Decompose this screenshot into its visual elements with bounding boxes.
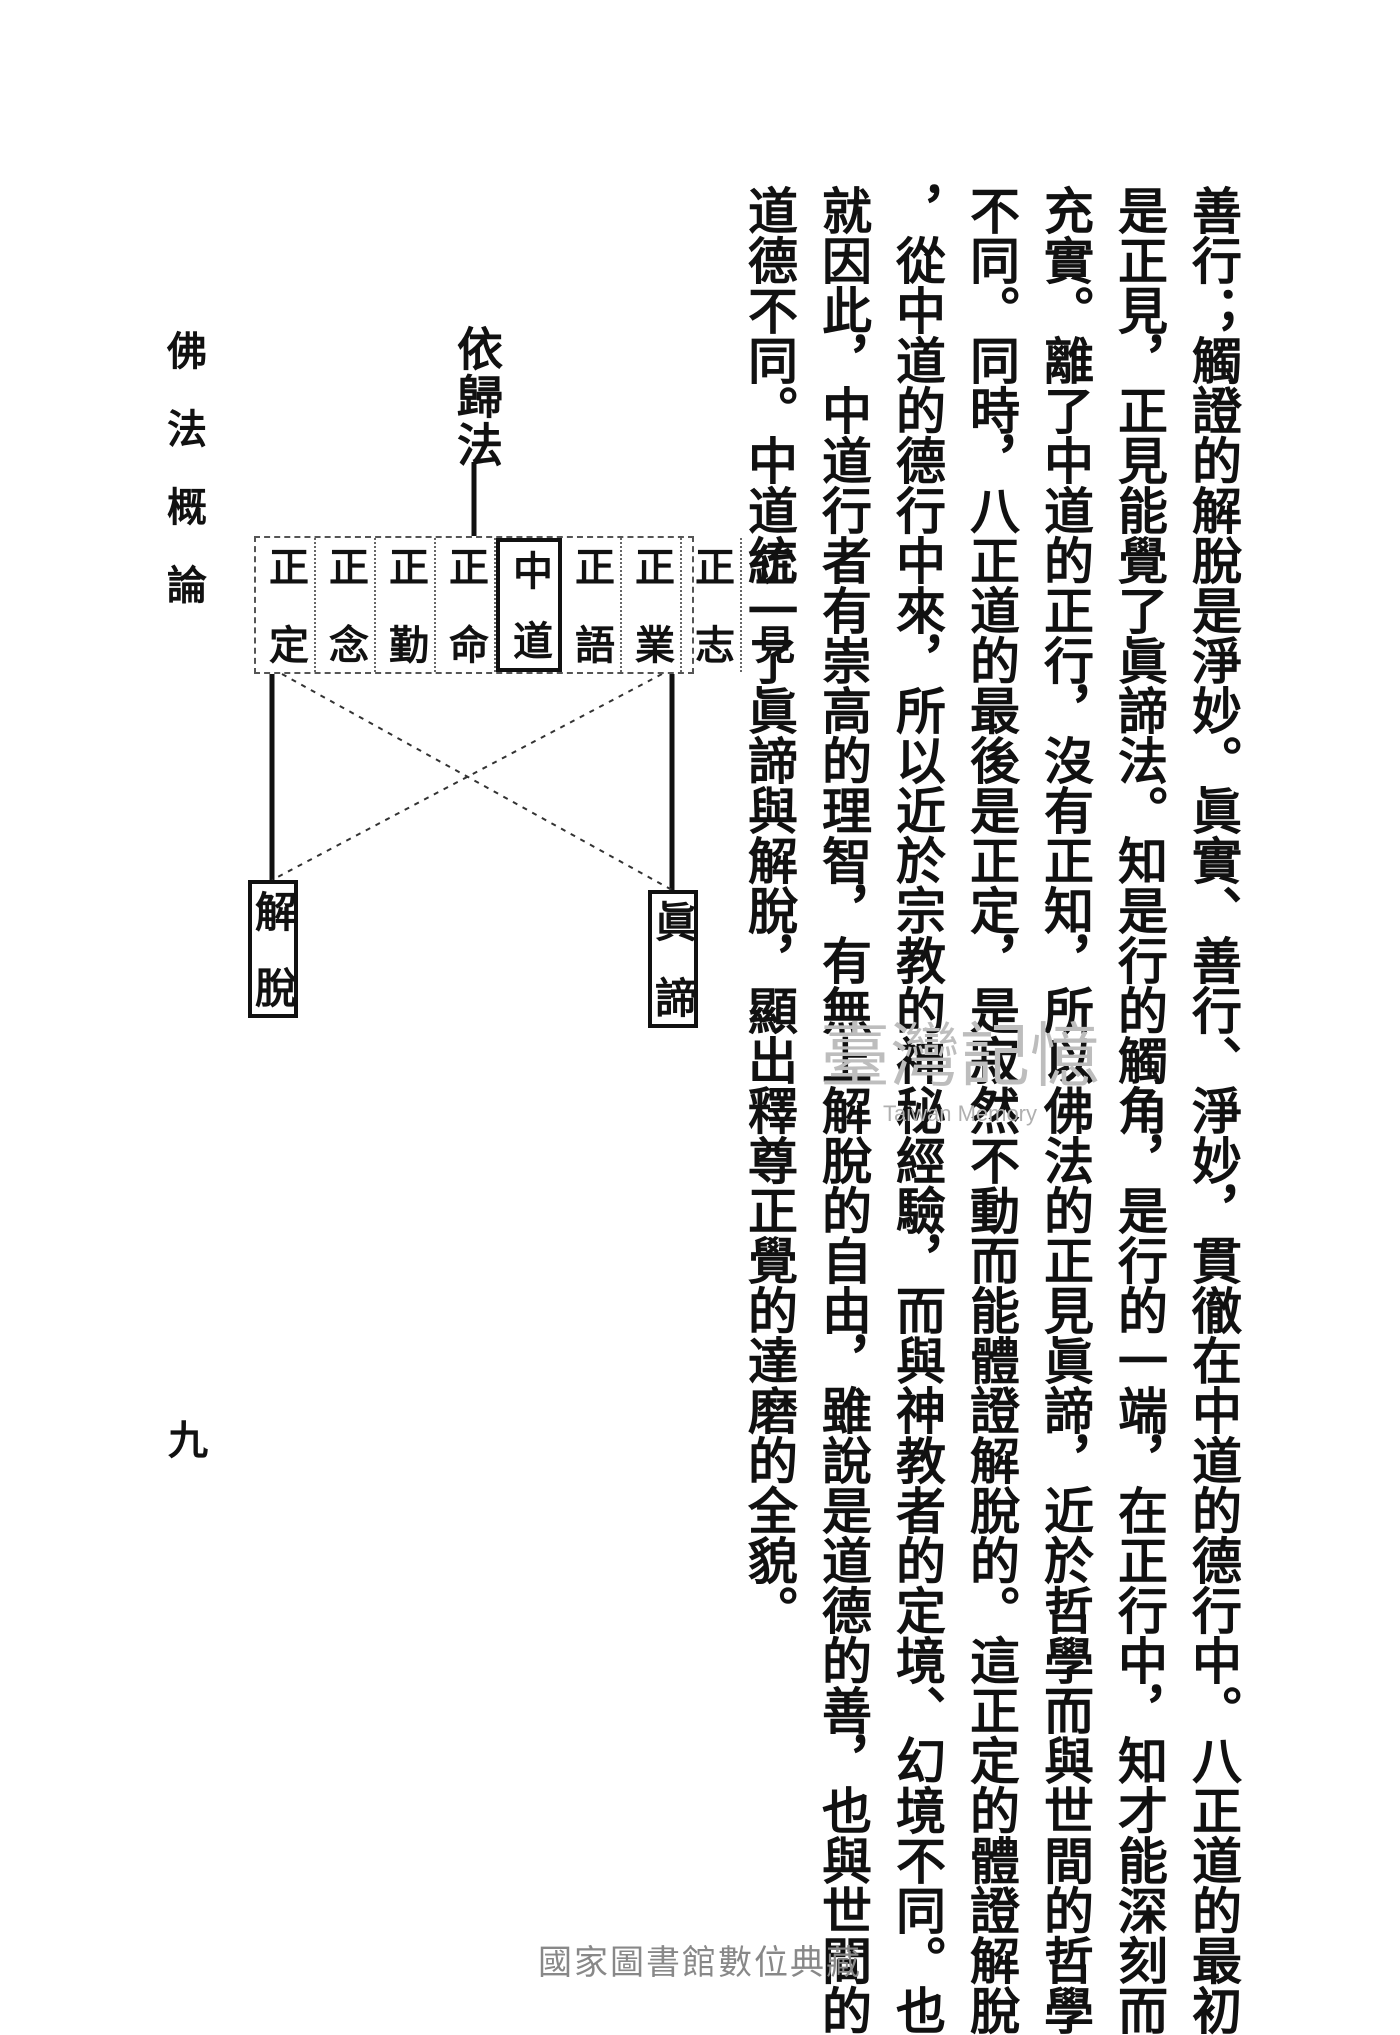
path-cell-right-mindfulness: 正念 <box>316 538 376 672</box>
page-number: 九 <box>168 1417 208 1464</box>
watermark: 臺灣記憶 Taiwan Memory <box>760 1000 1160 1127</box>
path-cell-right-effort: 正勤 <box>376 538 436 672</box>
path-cell-middle-way: 中道 <box>496 538 562 672</box>
path-cell-right-concentration: 正定 <box>256 538 316 672</box>
text-column-7: 道德不同。中道統一了眞諦與解脫，顯出釋尊正覺的達磨的全貌。 <box>740 185 799 1635</box>
diagram-top-label: 依歸法 <box>450 325 504 469</box>
path-cell-right-speech: 正語 <box>562 538 622 672</box>
cross-line-2 <box>271 673 663 881</box>
path-cell-right-view: 正見 <box>748 546 795 664</box>
liberation-box: 解脫 <box>248 880 298 1018</box>
text-column-6: 就因此，中道行者有崇高的理智，有無上解脫的自由，雖說是道德的善，也與世間的 <box>814 185 873 2035</box>
watermark-subtitle: Taiwan Memory <box>882 1101 1038 1126</box>
text-column-5: ，從中道的德行中來，所以近於宗教的神秘經驗，而與神教者的定境、幻境不同。也 <box>888 185 947 2035</box>
truth-box: 眞諦 <box>648 890 698 1028</box>
text-column-4: 不同。同時，八正道的最後是正定，是寂然不動而能體證解脫的。這正定的體證解脫 <box>962 185 1021 2035</box>
library-footer: 國家圖書館數位典藏 <box>538 1943 862 1983</box>
text-column-2: 是正見，正見能覺了眞諦法。知是行的觸角，是行的一端，在正行中，知才能深刻而 <box>1110 185 1169 2035</box>
text-column-3: 充實。離了中道的正行，沒有正知，所以佛法的正見眞諦，近於哲學而與世間的哲學 <box>1036 185 1095 2035</box>
watermark-title: 臺灣記憶 <box>820 1015 1100 1097</box>
text-column-1: 善行；觸證的解脫是淨妙。眞實、善行、淨妙，貫徹在中道的德行中。八正道的最初 <box>1184 185 1243 2035</box>
cross-line-1 <box>281 673 673 891</box>
path-cell-right-intention: 正志 <box>682 538 742 672</box>
running-header: 佛法概論 <box>160 330 207 642</box>
path-cell-right-action: 正業 <box>622 538 682 672</box>
eightfold-path-row: 正定 正念 正勤 正命 中道 正語 正業 正志 正見 <box>254 536 795 674</box>
path-cell-right-livelihood: 正命 <box>436 538 496 672</box>
